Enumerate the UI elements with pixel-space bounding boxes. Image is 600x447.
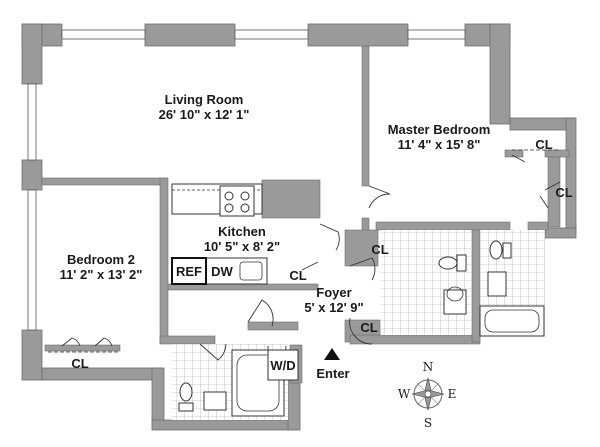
compass-rose-icon [411, 377, 445, 411]
washer-dryer-box [267, 349, 299, 381]
toilet-2 [438, 254, 467, 272]
kitchen-name: Kitchen [218, 224, 266, 239]
entry-arrow-icon [324, 348, 340, 360]
sink-2 [443, 286, 467, 315]
sink-3 [487, 271, 507, 297]
refrigerator-label: REF [176, 264, 202, 279]
bathtub-2 [479, 305, 545, 337]
living-room-name: Living Room [165, 92, 244, 107]
compass-west-label: W [398, 387, 411, 401]
refrigerator-box [171, 257, 207, 285]
closet-lines [48, 149, 560, 353]
exterior-walls [21, 23, 577, 431]
bedroom-2-name: Bedroom 2 [67, 252, 135, 267]
closet-label-master-side: CL [555, 185, 572, 200]
closet-label-master-top: CL [535, 137, 552, 152]
compass-south-label: S [424, 416, 432, 430]
closet-label-foyer: CL [360, 320, 377, 335]
bathroom-2-tile [381, 230, 471, 335]
stove [219, 185, 255, 217]
bedroom-2-dims: 11' 2" x 13' 2" [60, 267, 143, 282]
compass-north-label: N [423, 360, 434, 374]
enter-label: Enter [316, 366, 349, 381]
toilet-1 [178, 382, 194, 412]
doors [61, 154, 561, 363]
closet-label-kitchen: CL [289, 268, 306, 283]
dishwasher-label: DW [211, 264, 233, 279]
toilet-3 [489, 240, 512, 260]
compass-east-label: E [448, 387, 457, 401]
sink-1 [203, 391, 227, 411]
closet-label-bedroom-2: CL [71, 356, 88, 371]
foyer-dims: 5' x 12' 9" [304, 300, 363, 315]
living-room-dims: 26' 10" x 12' 1" [159, 107, 250, 122]
foyer-name: Foyer [316, 285, 351, 300]
master-bedroom-name: Master Bedroom [388, 122, 491, 137]
master-bedroom-dims: 11' 4" x 15' 8" [398, 137, 481, 152]
windows [27, 29, 466, 331]
kitchen-dims: 10' 5" x 8' 2" [204, 239, 280, 254]
closet-label-hall: CL [371, 242, 388, 257]
washer-dryer-label: W/D [270, 358, 295, 373]
